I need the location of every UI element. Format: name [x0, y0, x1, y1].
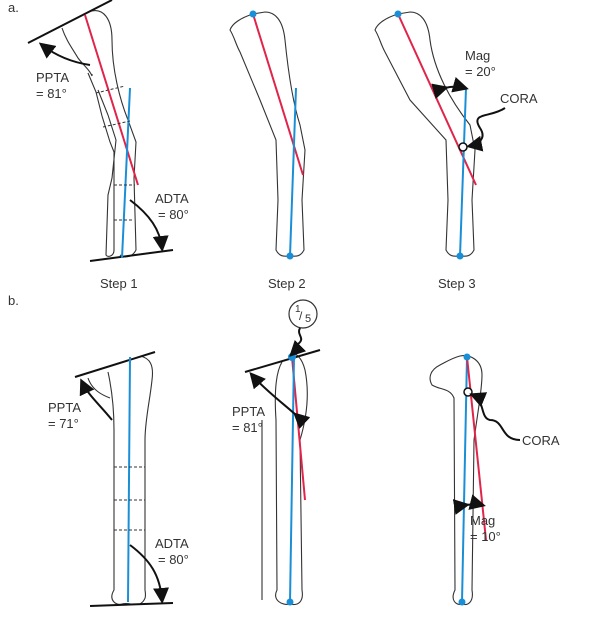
b-bone3-distal-axis — [461, 356, 468, 603]
step3-distal-point — [456, 252, 464, 260]
step3-proximal-point — [394, 10, 402, 18]
step2-caption: Step 2 — [268, 276, 306, 291]
b-bone3-mag-arrow — [452, 494, 486, 515]
b-bone3-cora-label: CORA — [522, 433, 560, 448]
step1-ppta-label: PPTA — [36, 70, 69, 85]
step3-distal-axis — [459, 87, 467, 257]
b-bone3-outline — [429, 355, 483, 606]
b-bone1-distal-joint-line — [89, 602, 174, 607]
b-bone1-adta-value: = 80° — [158, 552, 189, 567]
step3-caption: Step 3 — [438, 276, 476, 291]
b-bone2: 1 / 5 PPTA = 81° — [232, 299, 321, 606]
step3-mag-value: = 20° — [465, 64, 496, 79]
b-bone3-cora-point — [463, 387, 473, 397]
step3-cora-label: CORA — [500, 91, 538, 106]
b-bone2-distal-point — [286, 598, 294, 606]
b-bone3-proximal-point — [463, 353, 471, 361]
b-bone1-ppta-arrow — [79, 378, 113, 421]
b-bone2-proximal-point — [288, 353, 296, 361]
b-bone3-mag-label: Mag — [470, 513, 495, 528]
step3-mag-label: Mag — [465, 48, 490, 63]
b-bone2-ppta-arrow — [249, 371, 311, 429]
b-bone1-adta-arrow — [129, 544, 170, 604]
step2-proximal-point — [249, 10, 257, 18]
step1-distal-axis — [121, 87, 131, 259]
b-bone2-fraction-denominator: 5 — [305, 313, 311, 325]
step3-bone-outline — [374, 11, 476, 257]
step1-bone: PPTA = 81° ADTA = 80° Step 1 — [27, 0, 189, 291]
b-bone2-fraction-bubble — [288, 299, 318, 329]
b-bone2-distal-axis — [289, 356, 295, 603]
step1-distal-joint-line — [89, 249, 174, 262]
b-bone2-fraction-slash: / — [299, 309, 303, 323]
step3-mag-arrow — [431, 77, 469, 99]
step2-distal-point — [286, 252, 294, 260]
b-bone1: PPTA = 71° ADTA = 80° — [48, 351, 189, 607]
b-bone2-proximal-joint-line — [244, 349, 321, 373]
step1-midpoint-line — [95, 85, 126, 94]
step1-adta-value: = 80° — [158, 207, 189, 222]
step2-bone: Step 2 — [229, 10, 306, 291]
step1-midpoint-line — [102, 120, 131, 128]
b-bone2-ppta-label: PPTA — [232, 404, 265, 419]
b-bone1-axis — [127, 356, 131, 603]
step1-adta-arrow — [129, 199, 169, 252]
step1-caption: Step 1 — [100, 276, 138, 291]
b-bone1-ppta-value: = 71° — [48, 416, 79, 431]
step1-proximal-axis — [84, 14, 139, 186]
step3-cora-point — [458, 142, 468, 152]
step3-bone: Mag = 20° CORA Step 3 — [374, 10, 538, 291]
b-bone2-ppta-value: = 81° — [232, 420, 263, 435]
b-bone2-fraction-numerator: 1 — [295, 304, 301, 315]
step1-adta-label: ADTA — [155, 191, 189, 206]
step1-ppta-value: = 81° — [36, 86, 67, 101]
b-bone3-mag-value: = 10° — [470, 529, 501, 544]
step1-ppta-arrow — [38, 42, 91, 66]
step1-bone-outline — [61, 27, 117, 257]
panel-a-label: a. — [8, 0, 19, 15]
panel-b-label: b. — [8, 293, 19, 308]
b-bone1-proximal-joint-line — [74, 351, 156, 378]
step3-cora-arrow — [466, 107, 506, 152]
b-bone1-adta-label: ADTA — [155, 536, 189, 551]
step2-distal-axis — [289, 87, 297, 257]
b-bone3-cora-arrow — [469, 392, 521, 441]
b-bone3: CORA Mag = 10° — [429, 353, 560, 606]
b-bone2-fraction-arrow — [289, 327, 307, 357]
b-bone1-ppta-label: PPTA — [48, 400, 81, 415]
step1-proximal-joint-line — [27, 0, 113, 44]
b-bone3-distal-point — [458, 598, 466, 606]
